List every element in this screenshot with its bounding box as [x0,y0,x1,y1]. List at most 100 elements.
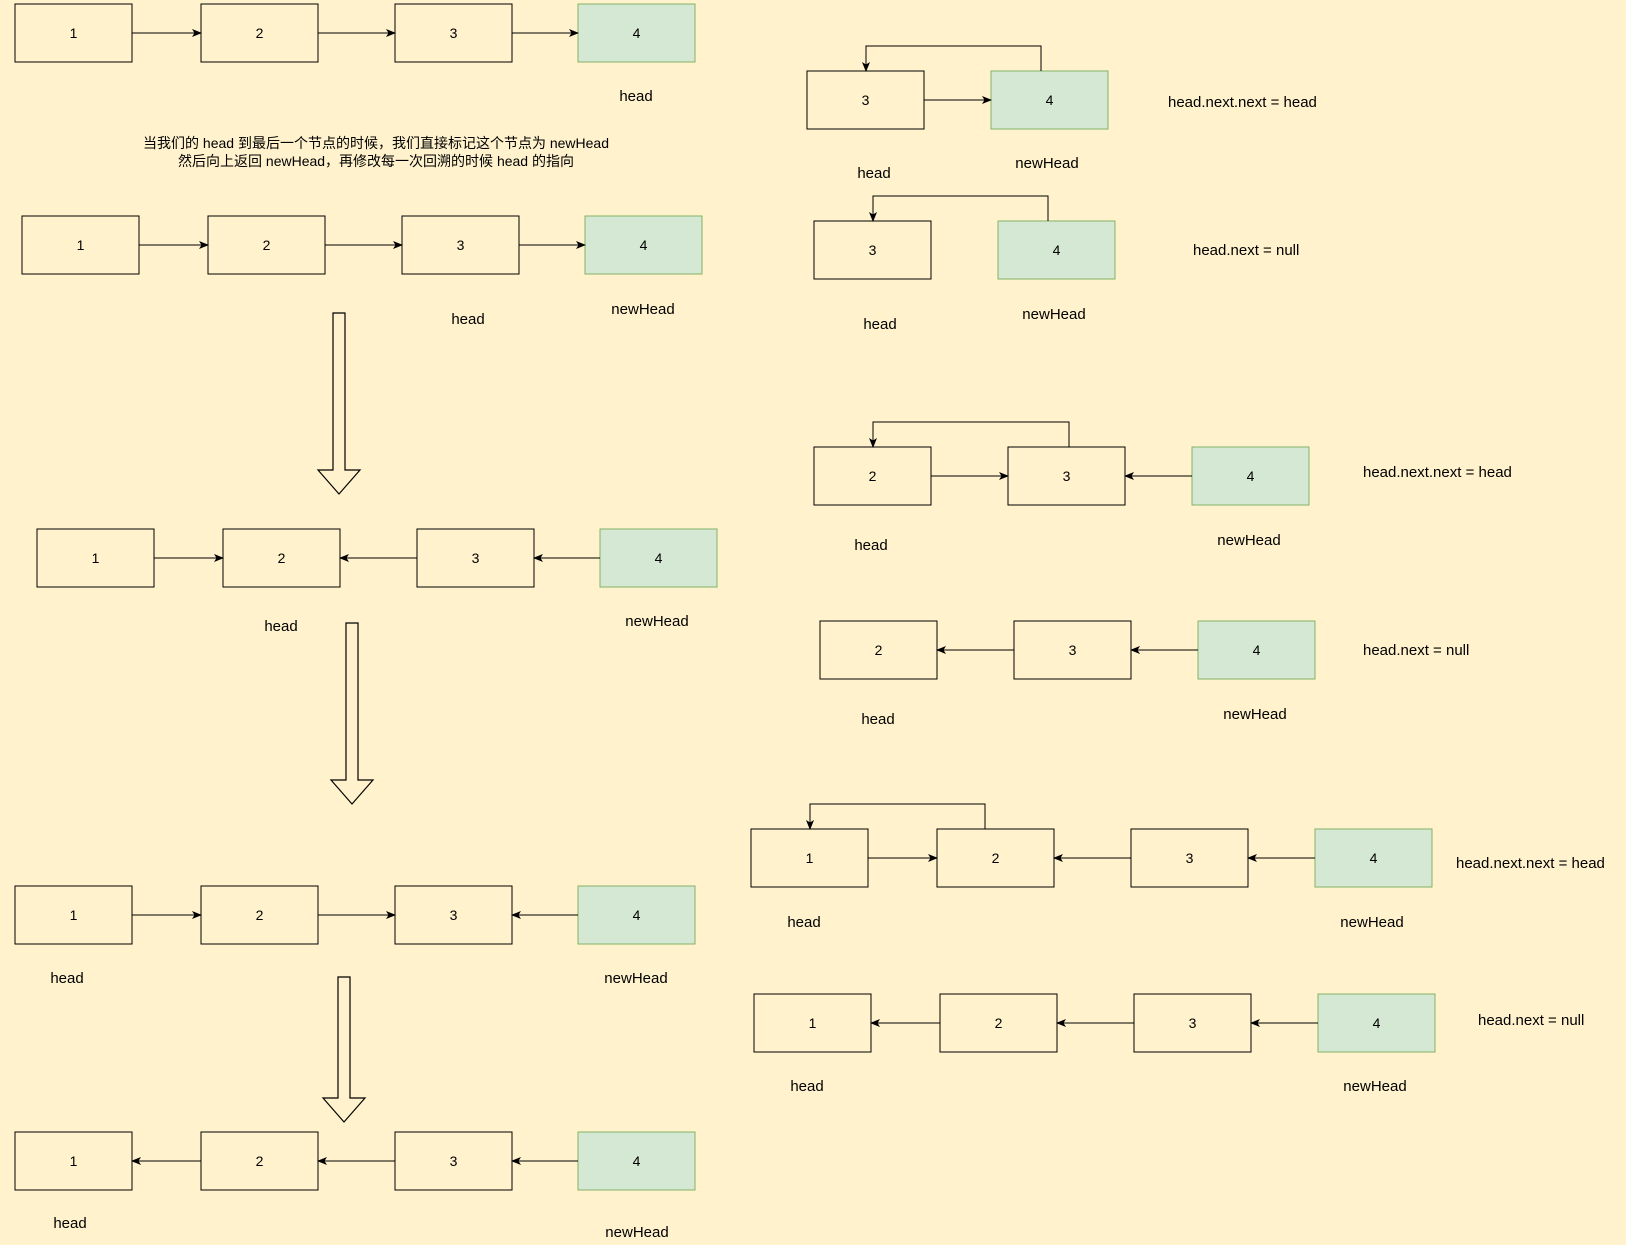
node-box [813,220,932,280]
node-box-highlight [1314,828,1433,888]
node-label: 4 [633,907,641,923]
node-box [200,3,319,63]
node-label: 2 [995,1015,1003,1031]
left-row-1: 1 2 3 4 head [14,3,696,105]
node-label: 4 [1046,92,1054,108]
right-step-e: 1 2 3 4 head newHead head.next.next = he… [750,803,1605,931]
node-box [200,885,319,945]
left-row-3: 1 2 3 4 head newHead [36,528,718,635]
node-box-highlight [997,220,1116,280]
left-row-4: 1 2 3 4 head newHead [14,885,696,987]
loop-arrow [869,195,1049,222]
node-label: 2 [875,642,883,658]
head-label: head [861,711,894,728]
node-label: 3 [450,25,458,41]
node-box [394,3,513,63]
node-box [14,3,133,63]
node-box [36,528,155,588]
right-step-a: 3 4 head newHead head.next.next = head [806,45,1317,182]
node-label: 2 [256,25,264,41]
loop-arrow [869,421,1070,448]
loop-arrow [862,45,1042,72]
head-label: head [863,316,896,333]
node-box-highlight [990,70,1109,130]
newhead-label: newHead [1343,1078,1406,1095]
left-row-2: 1 2 3 4 head newHead [21,215,703,328]
node-label: 4 [633,1153,641,1169]
head-label: head [857,165,890,182]
node-label: 4 [1053,242,1061,258]
big-down-arrow [316,312,362,495]
head-label: head [790,1078,823,1095]
left-row-5: 1 2 3 4 head newHead [14,1131,696,1241]
node-label: 3 [457,237,465,253]
newhead-label: newHead [604,970,667,987]
node-box [21,215,140,275]
head-label: head [50,970,83,987]
node-label: 1 [70,1153,78,1169]
node-label: 3 [1069,642,1077,658]
newhead-label: newHead [605,1224,668,1241]
node-box-highlight [1197,620,1316,680]
node-box [401,215,520,275]
node-box [207,215,326,275]
head-label: head [854,537,887,554]
caption-line-2: 然后向上返回 newHead，再修改每一次回溯的时候 head 的指向 [178,153,574,169]
node-label: 3 [450,907,458,923]
right-step-c: 2 3 4 head newHead head.next.next = head [813,421,1512,554]
node-label: 4 [1373,1015,1381,1031]
node-label: 4 [640,237,648,253]
node-label: 2 [992,850,1000,866]
node-label: 2 [256,907,264,923]
node-label: 4 [655,550,663,566]
newhead-label: newHead [611,301,674,318]
node-box [200,1131,319,1191]
node-box [222,528,341,588]
head-label: head [53,1215,86,1232]
node-label: 4 [633,25,641,41]
newhead-label: newHead [1022,306,1085,323]
operation-label: head.next = null [1193,242,1299,259]
head-label: head [451,311,484,328]
node-label: 2 [869,468,877,484]
node-label: 1 [809,1015,817,1031]
node-box [750,828,869,888]
node-box [14,885,133,945]
node-label: 3 [1189,1015,1197,1031]
node-label: 1 [77,237,85,253]
head-label: head [264,618,297,635]
head-label: head [619,88,652,105]
node-box-highlight [577,3,696,63]
node-label: 2 [263,237,271,253]
operation-label: head.next.next = head [1456,855,1605,872]
right-step-f: 1 2 3 4 head newHead head.next = null [753,993,1584,1095]
newhead-label: newHead [1217,532,1280,549]
node-label: 4 [1247,468,1255,484]
node-box [394,885,513,945]
big-down-arrow [329,622,375,805]
node-label: 4 [1253,642,1261,658]
node-label: 3 [472,550,480,566]
node-box-highlight [577,1131,696,1191]
node-box [1013,620,1132,680]
newhead-label: newHead [1015,155,1078,172]
newhead-label: newHead [1223,706,1286,723]
newhead-label: newHead [625,613,688,630]
newhead-label: newHead [1340,914,1403,931]
node-box [1007,446,1126,506]
node-label: 2 [256,1153,264,1169]
node-box [14,1131,133,1191]
node-label: 2 [278,550,286,566]
operation-label: head.next.next = head [1363,464,1512,481]
node-box-highlight [1191,446,1310,506]
node-box-highlight [577,885,696,945]
node-label: 1 [70,907,78,923]
right-step-b: 3 4 head newHead head.next = null [813,195,1299,333]
node-label: 3 [862,92,870,108]
node-box [1130,828,1249,888]
operation-label: head.next.next = head [1168,94,1317,111]
big-down-arrow [321,976,367,1123]
head-label: head [787,914,820,931]
right-step-d: 2 3 4 head newHead head.next = null [819,620,1469,728]
